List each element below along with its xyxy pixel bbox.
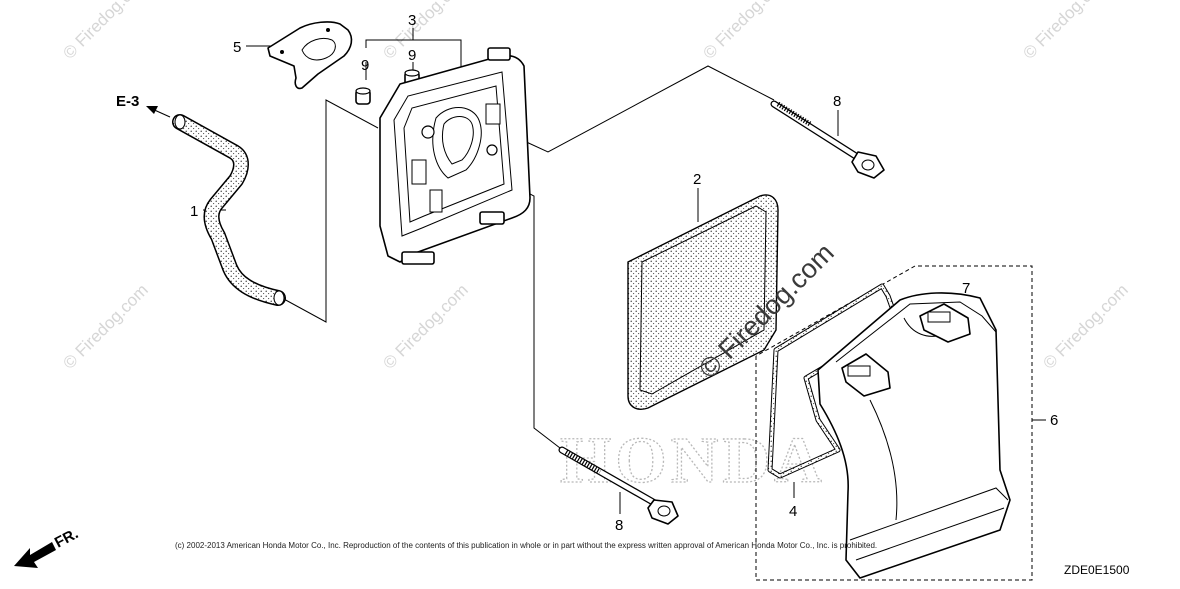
reference-label: E-3 [116,93,139,110]
callout-3: 3 [408,12,416,29]
air-filter-element [627,194,779,410]
callout-7: 7 [962,280,970,297]
callout-6: 6 [1050,412,1058,429]
gasket-part [267,21,353,90]
callouts: 1 2 3 4 5 6 7 8 8 9 9 [190,12,1058,534]
honda-brand-watermark: HONDA [560,424,826,497]
watermark-text: © Firedog.com [59,280,151,372]
watermark-text: © Firedog.com [379,280,471,372]
callout-1: 1 [190,203,198,220]
bolt-top [770,100,885,179]
watermark-text: © Firedog.com [1039,280,1131,372]
watermark-text: © Firedog.com [379,0,471,63]
cover-gasket [767,283,903,479]
front-direction-arrow: FR. [14,525,81,568]
front-label: FR. [52,525,81,551]
bolt-bottom [558,446,679,525]
air-cleaner-cover [817,292,1011,579]
callout-5: 5 [233,39,241,56]
watermark-text: © Firedog.com [59,0,151,63]
copyright-notice: (c) 2002-2013 American Honda Motor Co., … [175,541,877,550]
breather-hose [172,114,286,306]
callout-8-bottom: 8 [615,517,623,534]
air-cleaner-base [379,47,531,265]
callout-9-right: 9 [408,47,416,64]
watermark-text: © Firedog.com [1019,0,1111,63]
reference-arrow-e3: E-3 [116,93,171,118]
callout-9-left: 9 [361,57,369,74]
callout-8-top: 8 [833,93,841,110]
callout-4: 4 [789,503,797,520]
diagram-code: ZDE0E1500 [1064,563,1130,577]
watermark-text: © Firedog.com [699,0,791,63]
callout-2: 2 [693,171,701,188]
